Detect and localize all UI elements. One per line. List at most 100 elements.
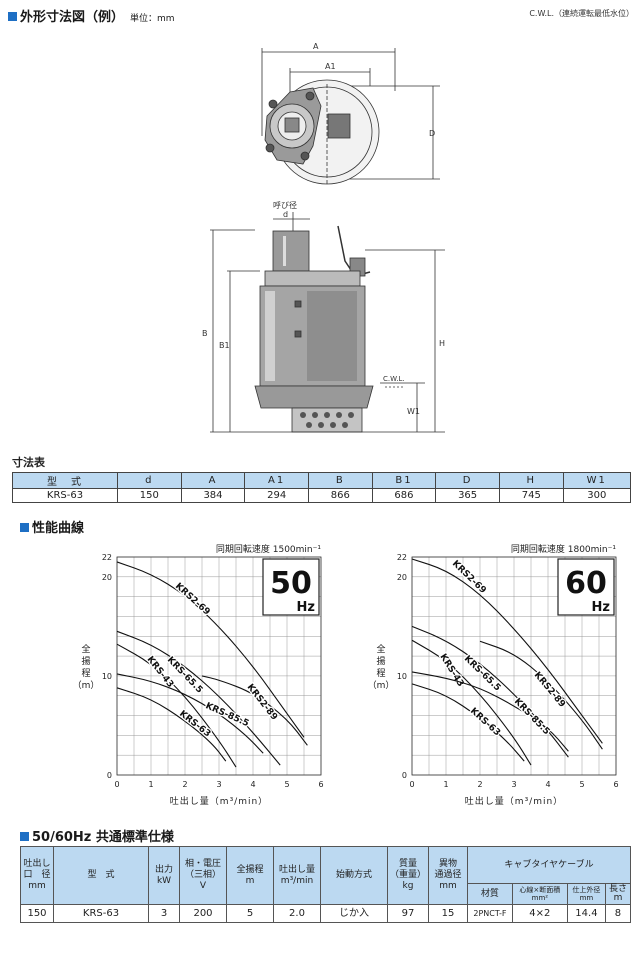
dim-cell-D: 365	[435, 488, 500, 503]
y-axis-label-char: 揚	[376, 655, 385, 667]
x-tick-label: 5	[579, 780, 584, 789]
series-line	[116, 673, 264, 754]
dim-table-row: KRS-63 150 384 294 866 686 365 745 300	[12, 488, 632, 503]
x-axis-label: 吐出し量（m³/min）	[170, 795, 268, 807]
performance-section-title: 性能曲線	[20, 517, 84, 536]
unit-note: 単位：mm	[130, 14, 175, 24]
y-axis-label-char: 程	[376, 668, 385, 679]
dim-label-B1: B1	[219, 341, 230, 350]
series-label: KRS-43	[437, 652, 465, 688]
y-axis-label-char: 程	[81, 668, 90, 679]
dim-header-model: 型 式	[12, 472, 118, 489]
y-tick-label: 22	[397, 553, 407, 562]
dim-label-B: B	[202, 329, 208, 338]
dim-header-B1: B1	[371, 472, 437, 489]
series-label: KRS-85.5	[204, 701, 250, 729]
x-axis-label: 吐出し量（m³/min）	[465, 795, 563, 807]
spec-header-mass: 質量（重量）kg	[387, 846, 429, 905]
section-marker-icon	[20, 832, 29, 841]
y-tick-label: 22	[102, 553, 112, 562]
dim-cell-d: 150	[117, 488, 182, 503]
series-label: KRS2-69	[173, 581, 212, 617]
series-label: KRS-65.5	[462, 654, 502, 693]
pump-outline-drawing: A A1 D 呼び径 d B B1 H W1 C.W.L.	[202, 42, 445, 433]
series-line	[479, 640, 603, 750]
x-tick-label: 4	[545, 780, 550, 789]
dim-cell-A: 384	[180, 488, 246, 503]
dim-label-A1: A1	[325, 62, 336, 71]
series-label: KRS-65.5	[165, 655, 204, 695]
y-axis-label-char: （m）	[368, 680, 395, 691]
dim-label-W1: W1	[407, 407, 420, 416]
dim-header-A1: A1	[244, 472, 309, 489]
dim-header-A: A	[180, 472, 246, 489]
dim-label-nominal: 呼び径	[273, 200, 297, 210]
x-tick-label: 5	[284, 780, 289, 789]
spec-header-cable: キャブタイヤケーブル	[467, 846, 631, 884]
spec-cell-od: 14.4	[566, 904, 606, 923]
dim-cell-A1: 294	[244, 488, 309, 503]
speed-label: 同期回転速度 1500min⁻¹	[216, 543, 321, 555]
spec-cell-start: じか入	[320, 904, 388, 923]
series-line	[116, 687, 227, 762]
spec-section-title: 50/60Hz 共通標準仕様	[20, 826, 174, 845]
x-tick-label: 1	[148, 780, 153, 789]
spec-cell-output: 3	[148, 904, 180, 923]
spec-row: 150 KRS-63 3 200 5 2.0 じか入 97 15 2PNCT-F…	[20, 904, 632, 923]
dim-label-H: H	[439, 339, 445, 348]
spec-cell-bore: 150	[20, 904, 54, 923]
x-tick-label: 2	[477, 780, 482, 789]
x-tick-label: 3	[511, 780, 516, 789]
x-tick-label: 6	[613, 780, 618, 789]
spec-cell-head: 5	[226, 904, 274, 923]
x-tick-label: 6	[318, 780, 323, 789]
spec-cell-foreign: 15	[428, 904, 468, 923]
spec-cell-voltage: 200	[179, 904, 227, 923]
dim-cell-B: 866	[307, 488, 373, 503]
series-line	[116, 643, 237, 768]
x-tick-label: 0	[114, 780, 119, 789]
series-line	[411, 671, 569, 752]
spec-cell-material: 2PNCT-F	[467, 904, 513, 923]
spec-cell-length: 8	[604, 904, 632, 923]
series-line	[411, 558, 603, 744]
spec-header-start: 始動方式	[320, 846, 388, 905]
series-line	[411, 639, 532, 766]
spec-cell-model: KRS-63	[53, 904, 149, 923]
freq-box	[557, 558, 615, 616]
spec-cell-cores: 4×2	[511, 904, 568, 923]
y-tick-label: 20	[102, 573, 112, 582]
x-tick-label: 4	[250, 780, 255, 789]
spec-header-material: 材質	[467, 883, 513, 905]
y-axis-label-char: 全	[376, 643, 385, 655]
freq-value: 60	[565, 566, 607, 601]
cwl-note: C.W.L.（連続運転最低水位）	[529, 9, 634, 18]
dim-cell-H: 745	[498, 488, 564, 503]
y-tick-label: 10	[397, 672, 407, 681]
dim-header-B: B	[307, 472, 373, 489]
freq-unit: Hz	[592, 600, 610, 615]
y-axis-label-char: （m）	[73, 680, 100, 691]
spec-cell-mass: 97	[387, 904, 429, 923]
plot-frame	[411, 556, 617, 776]
dim-header-W1: W1	[562, 472, 632, 489]
freq-box	[262, 558, 320, 616]
x-tick-label: 2	[182, 780, 187, 789]
spec-header-model: 型 式	[53, 846, 149, 905]
series-line	[411, 683, 525, 762]
dimension-table: 型 式 d A A1 B B1 D H W1 KRS-63 150 384 29…	[12, 472, 632, 503]
drawing-section-title: 外形寸法図（例）単位：mm	[8, 6, 175, 25]
series-label: KRS2-89	[532, 670, 567, 709]
spec-cell-flow: 2.0	[273, 904, 321, 923]
series-label: KRS2-89	[245, 682, 279, 722]
chart-grid	[116, 556, 322, 776]
